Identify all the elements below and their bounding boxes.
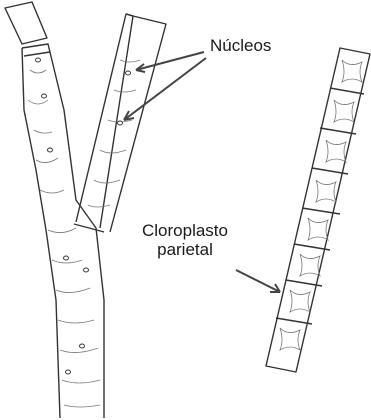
label-cloroplasto-line2: parietal xyxy=(142,241,228,260)
label-cloroplasto-parietal: Cloroplasto parietal xyxy=(142,222,228,259)
cloroplasto-arrow xyxy=(236,270,280,292)
nucleus-2 xyxy=(118,121,123,125)
nucleus-1 xyxy=(126,71,131,75)
label-nucleos: Núcleos xyxy=(210,37,271,56)
nucleos-arrow-2 xyxy=(124,58,206,120)
label-cloroplasto-line1: Cloroplasto xyxy=(142,222,228,241)
segmented-filament xyxy=(266,48,370,372)
